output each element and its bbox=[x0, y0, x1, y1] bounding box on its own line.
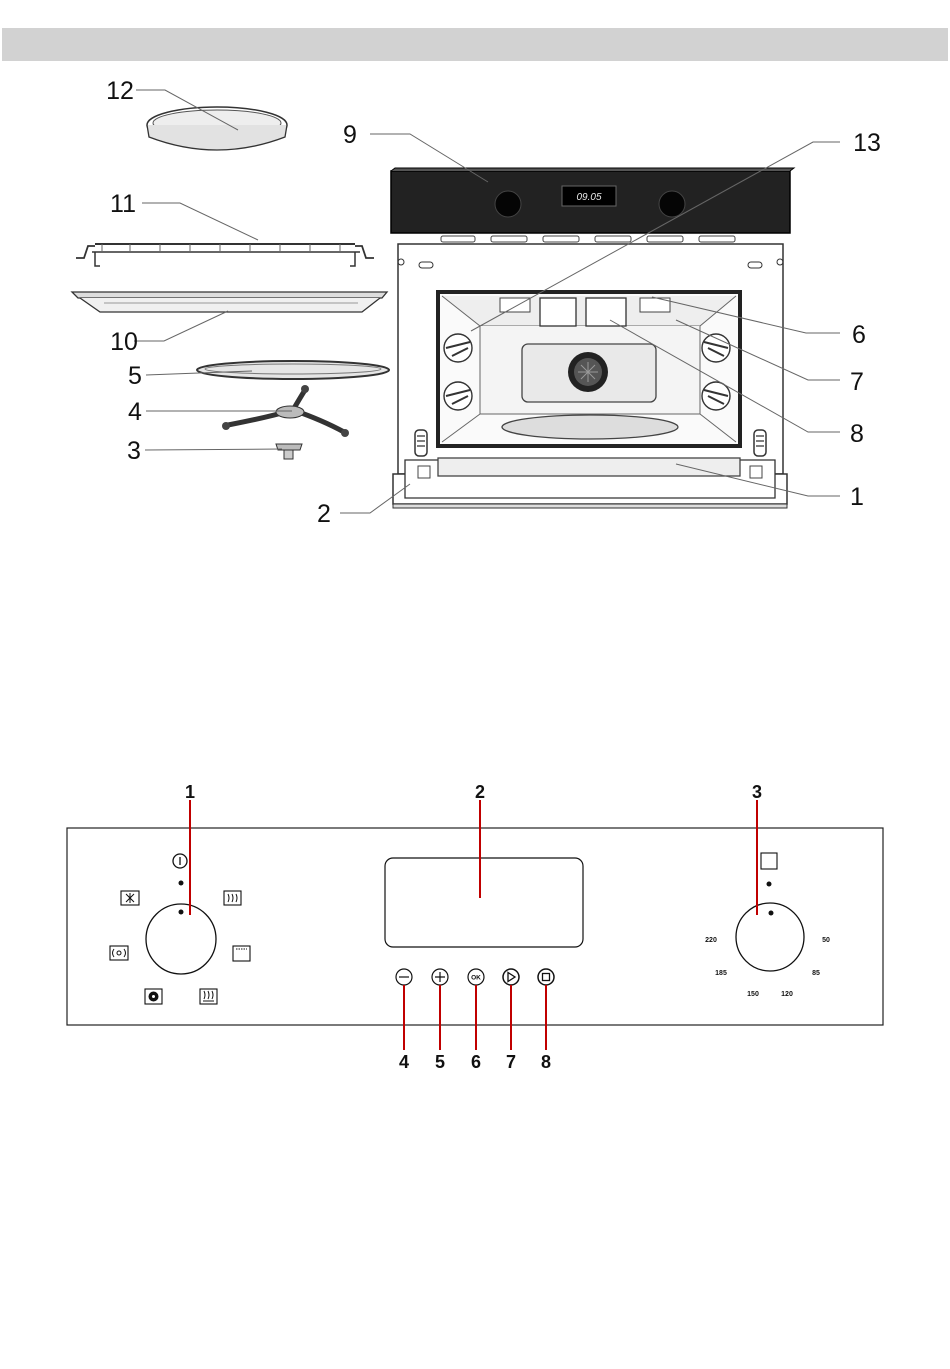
callout-9: 9 bbox=[343, 121, 357, 149]
temp-off-square-icon bbox=[761, 853, 777, 869]
accessory-turntable-glass bbox=[197, 361, 389, 379]
panel-callout-1: 1 bbox=[185, 782, 195, 802]
panel-callout-3: 3 bbox=[752, 782, 762, 802]
panel-callout-2: 2 bbox=[475, 782, 485, 802]
oven-vent-slots bbox=[441, 236, 735, 242]
panel-callout-8: 8 bbox=[541, 1052, 551, 1072]
callout-6: 6 bbox=[852, 321, 866, 349]
ok-button-label: OK bbox=[471, 975, 481, 982]
accessory-baking-tray bbox=[72, 292, 387, 312]
callout-8: 8 bbox=[850, 420, 864, 448]
temp-tick-220: 220 bbox=[705, 937, 717, 944]
temp-tick-85: 85 bbox=[812, 970, 820, 977]
panel-callout-7: 7 bbox=[506, 1052, 516, 1072]
temp-tick-185: 185 bbox=[715, 970, 727, 977]
oven-display-time: 09.05 bbox=[576, 192, 601, 203]
oven-door bbox=[393, 458, 787, 508]
callout-11: 11 bbox=[110, 190, 136, 218]
temperature-knob bbox=[736, 903, 804, 971]
accessory-turntable-coupler bbox=[276, 444, 302, 459]
temp-indicator-dot bbox=[767, 882, 772, 887]
callout-10: 10 bbox=[110, 328, 138, 356]
panel-callout-5: 5 bbox=[435, 1052, 445, 1072]
panel-callout-6: 6 bbox=[471, 1052, 481, 1072]
callout-4: 4 bbox=[128, 398, 142, 426]
panel-callout-4: 4 bbox=[399, 1052, 409, 1072]
accessory-grid-rack bbox=[76, 244, 374, 266]
callout-12: 12 bbox=[106, 77, 134, 105]
temp-tick-120: 120 bbox=[781, 991, 793, 998]
callout-5: 5 bbox=[128, 362, 142, 390]
callout-3: 3 bbox=[127, 437, 141, 465]
display-window bbox=[385, 858, 583, 947]
callout-13: 13 bbox=[853, 129, 881, 157]
temp-tick-50: 50 bbox=[822, 937, 830, 944]
callout-2: 2 bbox=[317, 500, 331, 528]
oven-cavity bbox=[438, 292, 740, 446]
callout-7: 7 bbox=[850, 368, 864, 396]
callout-1: 1 bbox=[850, 483, 864, 511]
temp-tick-150: 150 bbox=[747, 991, 759, 998]
accessory-crisp-plate bbox=[147, 107, 287, 150]
